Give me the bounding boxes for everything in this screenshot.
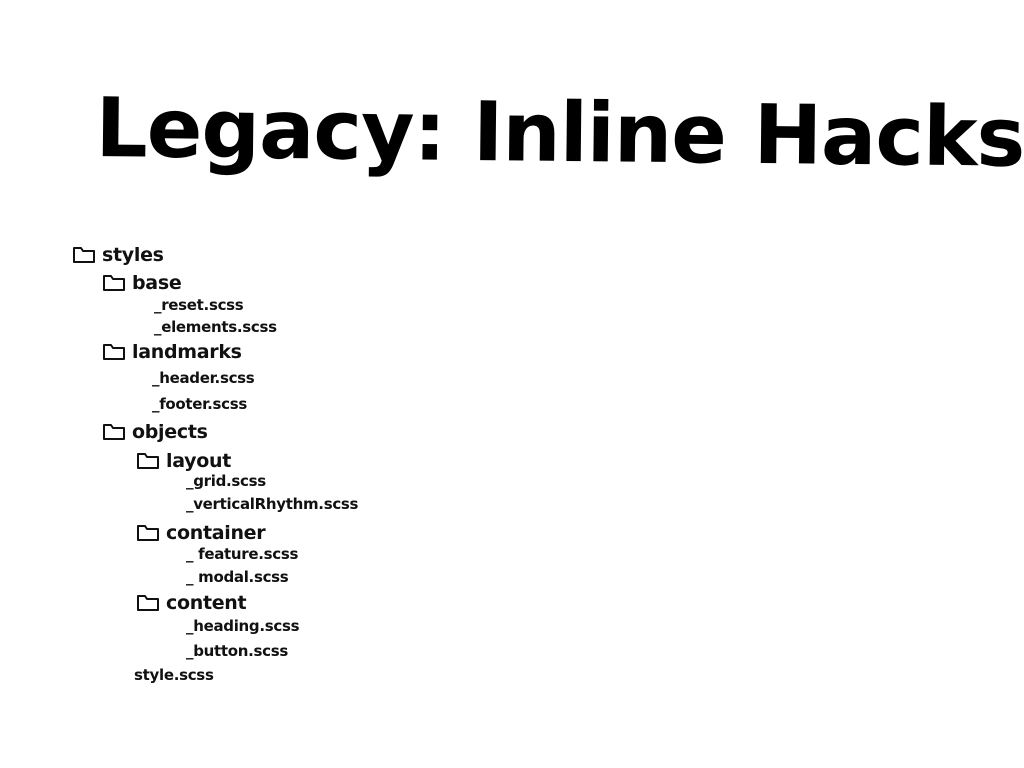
tree-folder-layout: layout [136,450,231,472]
folder-icon [136,524,160,542]
tree-file-grid: _grid.scss [186,472,266,490]
tree-file-label: _ feature.scss [186,545,299,563]
tree-file-label: _reset.scss [154,296,244,314]
tree-file-footer: _footer.scss [152,395,247,413]
tree-file-style: style.scss [134,666,214,684]
tree-file-label: _button.scss [186,642,289,660]
tree-file-label: _ modal.scss [186,568,289,586]
tree-file-label: _header.scss [152,369,255,387]
folder-icon [102,343,126,361]
folder-icon [72,246,96,264]
folder-icon [102,423,126,441]
tree-file-heading: _heading.scss [186,617,300,635]
tree-folder-label: container [166,522,266,544]
tree-file-label: style.scss [134,666,214,684]
folder-icon [102,274,126,292]
tree-file-modal: _ modal.scss [186,568,289,586]
tree-file-feature: _ feature.scss [186,545,298,563]
tree-folder-label: base [132,272,182,294]
tree-folder-label: objects [132,421,208,443]
folder-icon [136,452,160,470]
tree-folder-objects: objects [102,421,208,443]
tree-file-elements: _elements.scss [154,318,277,336]
tree-folder-label: styles [102,244,164,266]
tree-file-verticalrhythm: _verticalRhythm.scss [186,495,358,513]
tree-file-header: _header.scss [152,369,255,387]
tree-file-label: _footer.scss [152,395,248,413]
tree-folder-content: content [136,592,247,614]
tree-folder-label: landmarks [132,341,242,363]
tree-file-label: _verticalRhythm.scss [186,495,359,513]
tree-folder-label: layout [166,450,231,472]
tree-folder-styles: styles [72,244,164,266]
tree-file-reset: _reset.scss [154,296,244,314]
folder-icon [136,594,160,612]
tree-folder-container: container [136,522,266,544]
tree-file-label: _heading.scss [186,617,300,635]
tree-folder-base: base [102,272,182,294]
tree-file-label: _elements.scss [154,318,277,336]
tree-file-button: _button.scss [186,642,288,660]
tree-folder-label: content [166,592,247,614]
tree-file-label: _grid.scss [186,472,266,490]
tree-folder-landmarks: landmarks [102,341,242,363]
